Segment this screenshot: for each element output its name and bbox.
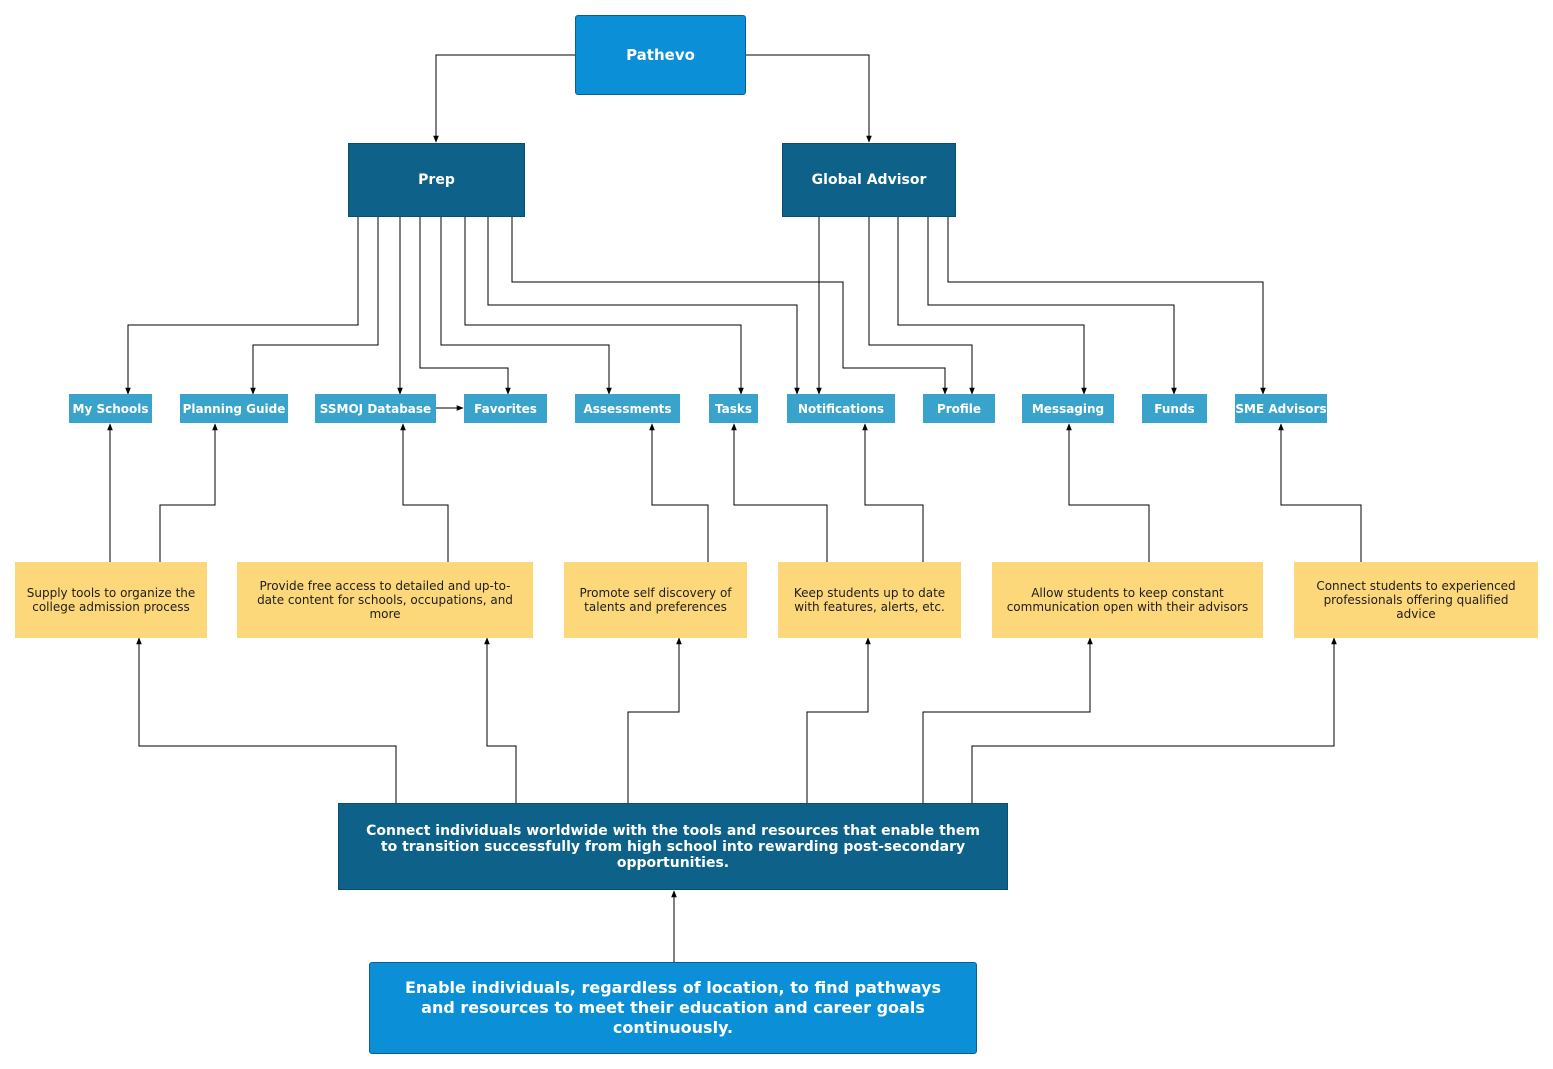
connector-prep-profile xyxy=(511,217,948,395)
connector-prep-assessments xyxy=(440,217,612,395)
global-advisor-label: Global Advisor xyxy=(811,172,927,188)
sme-advisors-label: SME Advisors xyxy=(1235,401,1327,416)
mission-node: Connect individuals worldwide with the t… xyxy=(338,803,1008,890)
connector-mission-organize xyxy=(136,637,397,803)
prep-label: Prep xyxy=(418,172,455,188)
ssmoj-database-node: SSMOJ Database xyxy=(315,394,436,423)
goal-access-text: Provide free access to detailed and up-t… xyxy=(257,579,513,621)
assessments-node: Assessments xyxy=(575,394,680,423)
global-advisor-node: Global Advisor xyxy=(782,143,956,217)
funds-node: Funds xyxy=(1142,394,1207,423)
goal-organize-text: Supply tools to organize the college adm… xyxy=(26,586,196,614)
planning-guide-label: Planning Guide xyxy=(182,401,286,416)
pathevo-node: Pathevo xyxy=(575,15,746,95)
connector-goal-access-ssmoj xyxy=(400,423,449,562)
vision-node: Enable individuals, regardless of locati… xyxy=(369,962,977,1054)
funds-label: Funds xyxy=(1154,401,1195,416)
profile-node: Profile xyxy=(923,394,995,423)
connector-ga-sme-advisors xyxy=(947,217,1266,395)
connector-mission-access xyxy=(484,637,517,803)
connector-root-global-advisor xyxy=(745,54,872,143)
my-schools-node: My Schools xyxy=(69,394,152,423)
sme-advisors-node: SME Advisors xyxy=(1235,394,1327,423)
ssmoj-database-label: SSMOJ Database xyxy=(319,401,432,416)
my-schools-label: My Schools xyxy=(72,401,149,416)
connector-ga-profile xyxy=(868,217,975,395)
goal-professionals-node: Connect students to experienced professi… xyxy=(1294,562,1538,638)
messaging-node: Messaging xyxy=(1022,394,1114,423)
goal-updates-text: Keep students up to date with features, … xyxy=(793,586,946,614)
goal-communication-text: Allow students to keep constant communic… xyxy=(1006,586,1249,614)
connector-prep-planning-guide xyxy=(250,217,379,395)
goal-updates-node: Keep students up to date with features, … xyxy=(778,562,961,638)
goal-organize-node: Supply tools to organize the college adm… xyxy=(15,562,207,638)
prep-node: Prep xyxy=(348,143,525,217)
connector-goal-organize-planning-guide xyxy=(159,423,218,562)
connector-goal-communication-messaging xyxy=(1066,423,1150,562)
connector-goal-updates-tasks xyxy=(731,423,828,562)
connector-ga-funds xyxy=(927,217,1177,395)
goal-professionals-text: Connect students to experienced professi… xyxy=(1316,579,1516,621)
goal-discovery-text: Promote self discovery of talents and pr… xyxy=(579,586,732,614)
connector-goal-discovery-assessments xyxy=(649,423,709,562)
pathevo-label: Pathevo xyxy=(626,46,695,64)
connector-root-prep xyxy=(433,54,576,143)
favorites-label: Favorites xyxy=(474,401,537,416)
messaging-label: Messaging xyxy=(1031,401,1105,416)
assessments-label: Assessments xyxy=(583,401,672,416)
connector-prep-notifications xyxy=(487,217,800,395)
planning-guide-node: Planning Guide xyxy=(180,394,288,423)
tasks-node: Tasks xyxy=(709,394,758,423)
favorites-node: Favorites xyxy=(464,394,547,423)
connector-prep-my-schools xyxy=(125,217,359,395)
vision-text: Enable individuals, regardless of locati… xyxy=(404,978,942,1037)
goal-access-node: Provide free access to detailed and up-t… xyxy=(237,562,533,638)
notifications-node: Notifications xyxy=(787,394,895,423)
connector-mission-professionals xyxy=(971,637,1337,803)
goal-communication-node: Allow students to keep constant communic… xyxy=(992,562,1263,638)
connector-goal-updates-notifications xyxy=(862,423,924,562)
connector-mission-updates xyxy=(806,637,871,803)
connector-goal-professionals-sme xyxy=(1278,423,1362,562)
goal-discovery-node: Promote self discovery of talents and pr… xyxy=(564,562,747,638)
connector-prep-tasks xyxy=(464,217,744,395)
connector-mission-discovery xyxy=(627,637,682,803)
tasks-label: Tasks xyxy=(714,401,752,416)
connector-ga-messaging xyxy=(897,217,1087,395)
connector-mission-communication xyxy=(922,637,1093,803)
profile-label: Profile xyxy=(936,401,982,416)
mission-text: Connect individuals worldwide with the t… xyxy=(366,822,980,871)
connector-prep-favorites xyxy=(419,217,511,395)
notifications-label: Notifications xyxy=(797,401,885,416)
